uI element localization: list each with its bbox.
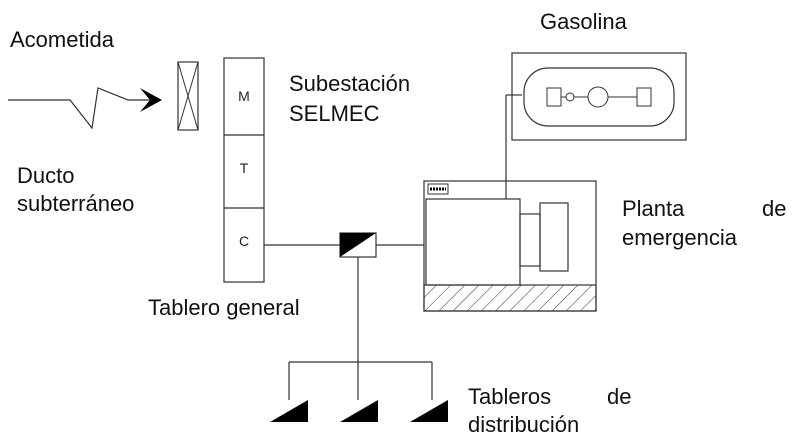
planta-emergencia (423, 180, 597, 312)
label-planta-word1: Planta (622, 196, 685, 221)
label-gasolina: Gasolina (540, 9, 627, 34)
substation-column (223, 57, 265, 283)
label-acometida: Acometida (10, 27, 114, 52)
tablero-general-symbol (339, 232, 377, 258)
label-planta-line2: emergencia (622, 225, 737, 250)
tablero-distribucion-3 (410, 400, 448, 422)
label-tablero-general: Tablero general (148, 295, 300, 320)
substation-cell-t: T (239, 160, 249, 176)
tablero-distribucion-2 (340, 400, 378, 422)
label-subestacion-line2: SELMEC (289, 101, 380, 126)
label-planta-word2: de (762, 196, 787, 221)
disconnect-switch (177, 61, 199, 131)
label-tableros-line2: distribución (468, 412, 580, 437)
substation-cell-c: C (238, 233, 250, 249)
gasolina-tank (511, 52, 687, 141)
label-tableros-word2: de (607, 384, 632, 409)
tablero-distribucion-1 (270, 400, 308, 422)
label-ducto-line1: Ducto (17, 163, 75, 188)
acometida-zigzag-line (8, 87, 160, 130)
label-subestacion-line1: Subestación (289, 71, 411, 96)
label-tableros-word1: Tableros (468, 384, 552, 409)
label-ducto-line2: subterráneo (17, 191, 135, 216)
acometida-arrowhead (140, 88, 162, 112)
substation-cell-m: M (238, 88, 250, 104)
